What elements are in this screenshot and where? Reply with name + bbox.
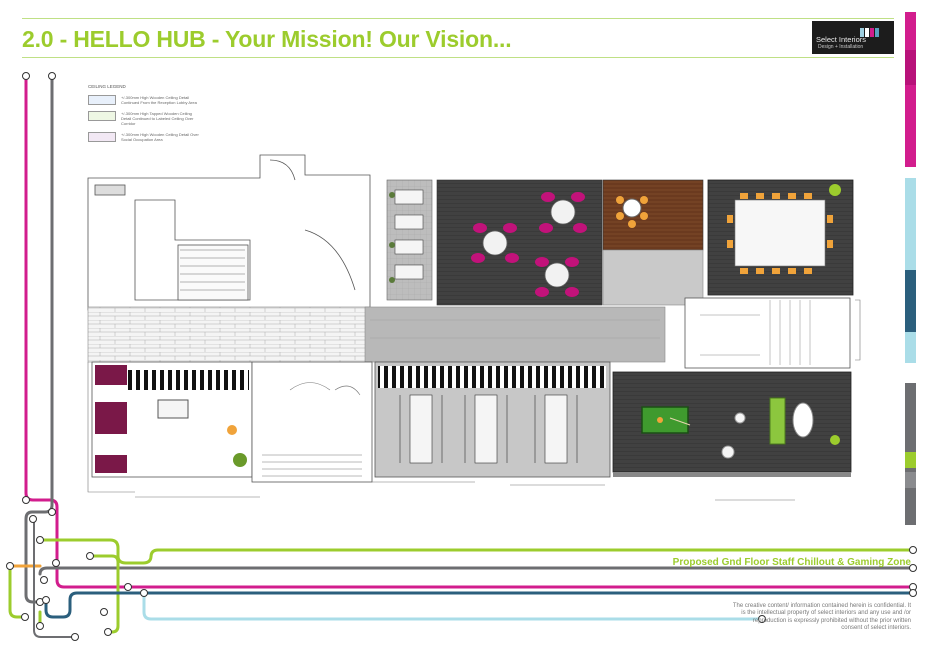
page-title: 2.0 - HELLO HUB - Your Mission! Our Visi… [22, 26, 512, 52]
kitchen-table [616, 196, 648, 228]
side-strip-grey-light [905, 472, 916, 488]
legend-swatch [88, 132, 116, 142]
pink-seating [471, 192, 587, 297]
side-strip-magenta [905, 12, 916, 167]
legend-item: +/-300mm High Tapped Wooden Ceiling Deta… [88, 111, 201, 126]
legend-swatch [88, 95, 116, 105]
stair-core [684, 297, 851, 369]
pool-table [641, 406, 689, 434]
side-strip-magenta-dark [905, 50, 916, 85]
meeting-table [734, 199, 826, 267]
storage-units [95, 365, 127, 473]
plan-caption: Proposed Gnd Floor Staff Chillout & Gami… [672, 557, 911, 568]
ceiling-legend: CEILING LEGEND +/-300mm High Wooden Ceil… [88, 84, 201, 148]
logo-name: Select Interiors [816, 35, 867, 44]
coffee-table [792, 402, 814, 438]
legend-item: +/-300mm High Wooden Ceiling Detail Cont… [88, 95, 201, 105]
transit-stations [6, 72, 917, 641]
legend-text: +/-300mm High Tapped Wooden Ceiling Deta… [121, 111, 194, 126]
title-rule-bottom [22, 57, 894, 58]
legend-text: +/-300mm High Wooden Ceiling Detail Cont… [121, 95, 197, 105]
legend-title: CEILING LEGEND [88, 84, 126, 89]
side-strip-teal [905, 270, 916, 332]
logo-bar-3 [870, 28, 874, 37]
green-sofa [769, 397, 786, 445]
logo-bar-1 [860, 28, 864, 37]
logo-tagline: Design + Installation [818, 44, 864, 50]
legend-item: +/-300mm High Wooden Ceiling Detail Over… [88, 132, 201, 142]
corridor-floor-grey [364, 306, 666, 363]
zebra-strip [378, 366, 606, 388]
logo-bar-2 [865, 28, 869, 37]
legend-swatch [88, 111, 116, 121]
lobby [251, 361, 373, 483]
title-rule-top [22, 18, 894, 19]
plant [829, 184, 841, 196]
company-logo: Select Interiors Design + Installation [812, 21, 894, 54]
legend-text: +/-300mm High Wooden Ceiling Detail Over… [121, 132, 199, 142]
plan-walls [87, 154, 371, 311]
confidentiality-notice: The creative content/ information contai… [732, 603, 911, 632]
corridor-floor [87, 306, 371, 363]
side-strip-green [905, 452, 916, 468]
logo-color-bars [860, 24, 880, 42]
zebra-strip [127, 370, 249, 390]
logo-bar-4 [875, 28, 879, 37]
plant [233, 453, 247, 467]
